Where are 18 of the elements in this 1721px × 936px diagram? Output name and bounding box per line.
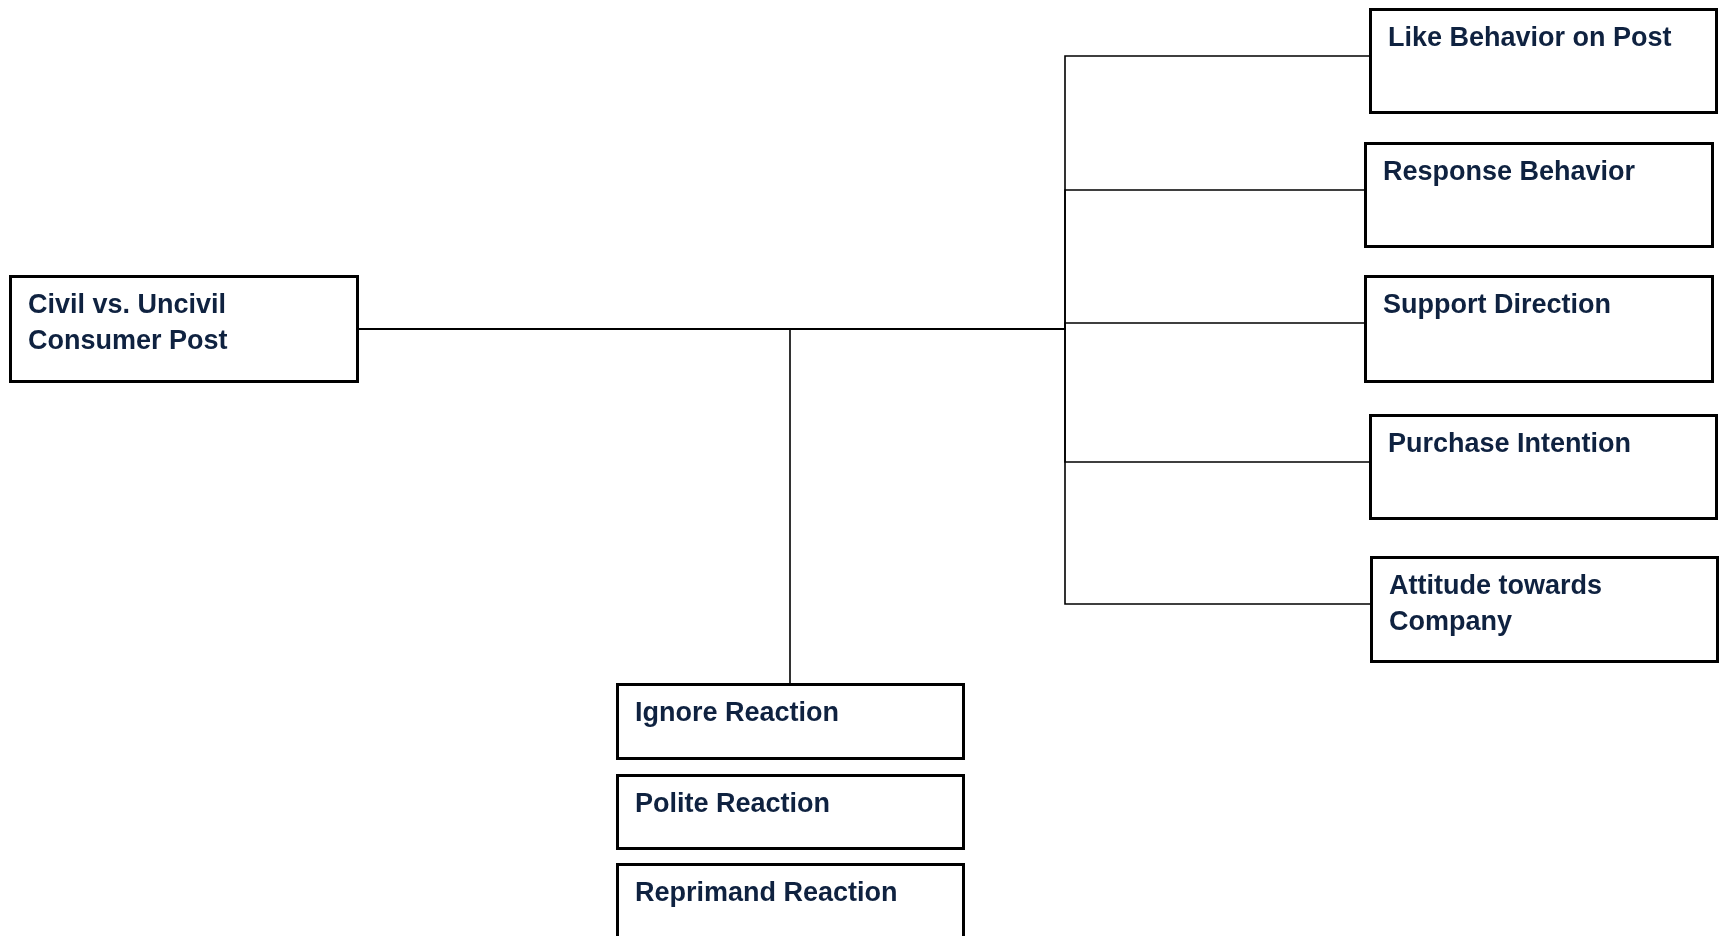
box-label: Civil vs. Uncivil Consumer Post (28, 288, 229, 357)
box-label: Ignore Reaction (635, 696, 841, 729)
variable-box (9, 275, 359, 383)
box-label: Reprimand Reaction (635, 876, 899, 909)
variable-box (1370, 556, 1719, 663)
variable-box (616, 774, 965, 850)
box-label: Purchase Intention (1388, 427, 1633, 460)
variable-box (1364, 142, 1714, 248)
box-label: Like Behavior on Post (1388, 21, 1673, 54)
variable-box (1369, 414, 1718, 520)
variable-box (616, 863, 965, 936)
variable-box (1364, 275, 1714, 383)
variable-box (616, 683, 965, 760)
box-label: Support Direction (1383, 288, 1612, 321)
box-label: Response Behavior (1383, 155, 1637, 188)
box-label: Attitude towards Company (1389, 569, 1603, 638)
variable-box (1369, 8, 1718, 114)
box-label: Polite Reaction (635, 787, 832, 820)
